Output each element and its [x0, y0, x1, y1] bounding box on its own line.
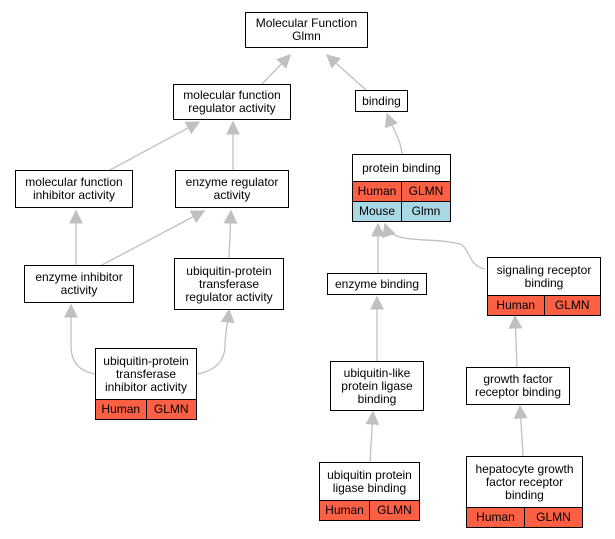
edge-ub-regulator-to-enzyme-regulator: [223, 209, 238, 259]
edge-ub-inhibitor-to-enzyme-inhibitor: [64, 303, 96, 375]
edge-ub-inhibitor-to-ub-regulator: [196, 308, 235, 375]
annotation-row-human: Human GLMN: [488, 295, 600, 315]
node-label: protein binding: [362, 160, 441, 175]
edge-mf-inhibitor-to-mf-regulator: [109, 121, 201, 171]
node-label: ubiquitin-protein transferase regulator …: [185, 263, 273, 304]
node-label: hepatocyte growth factor receptor bindin…: [475, 461, 574, 502]
node-enzyme-regulator-activity[interactable]: enzyme regulator activity: [175, 170, 289, 208]
edge-protein-binding-to-binding: [384, 112, 403, 155]
node-enzyme-inhibitor-activity[interactable]: enzyme inhibitor activity: [24, 265, 134, 303]
node-label: molecular function inhibitor activity: [25, 175, 123, 202]
gene-cell: GLMN: [369, 501, 419, 520]
gene-cell: GLMN: [145, 400, 196, 419]
node-binding[interactable]: binding: [355, 90, 408, 112]
edge-ub-ligase-to-ub-like: [365, 410, 380, 463]
annotation-row-human: Human GLMN: [96, 399, 196, 419]
node-label: signaling receptor binding: [496, 262, 592, 290]
node-ub-protein-ligase-binding[interactable]: ubiquitin protein ligase binding Human G…: [319, 462, 420, 521]
node-label: enzyme regulator activity: [185, 175, 279, 202]
node-label: ubiquitin-like protein ligase binding: [341, 365, 413, 406]
annotation-row-human: Human GLMN: [353, 181, 450, 201]
annotation-row-human: Human GLMN: [320, 500, 419, 520]
species-cell: Human: [467, 508, 524, 527]
species-cell: Human: [96, 400, 146, 419]
node-label: enzyme inhibitor activity: [35, 270, 123, 297]
node-growth-factor-receptor-binding[interactable]: growth factor receptor binding: [466, 367, 570, 405]
gene-cell: GLMN: [401, 182, 450, 201]
node-mf-regulator-activity[interactable]: molecular function regulator activity: [173, 84, 291, 120]
edge-enzyme-inhibitor-to-enzyme-regulator: [101, 210, 206, 266]
edge-mf-regulator-to-root: [261, 53, 291, 85]
annotation-row-mouse: Mouse Glmn: [353, 201, 450, 221]
node-ub-transferase-inhibitor-activity[interactable]: ubiquitin-protein transferase inhibitor …: [95, 348, 197, 420]
species-cell: Human: [320, 501, 369, 520]
edge-binding-to-root: [325, 54, 367, 91]
edge-hgf-to-growth-factor: [513, 404, 528, 457]
annotation-row-human: Human GLMN: [467, 507, 582, 527]
node-label: enzyme binding: [334, 276, 420, 291]
node-ub-transferase-regulator-activity[interactable]: ubiquitin-protein transferase regulator …: [174, 258, 284, 310]
node-protein-binding[interactable]: protein binding Human GLMN Mouse Glmn: [352, 154, 451, 222]
node-label: molecular function regulator activity: [183, 88, 281, 115]
node-hgf-receptor-binding[interactable]: hepatocyte growth factor receptor bindin…: [466, 456, 583, 528]
node-label: ubiquitin-protein transferase inhibitor …: [103, 353, 189, 394]
node-mf-inhibitor-activity[interactable]: molecular function inhibitor activity: [15, 170, 133, 208]
gene-cell: Glmn: [401, 202, 450, 221]
edge-growth-factor-to-signaling: [508, 314, 523, 368]
species-cell: Mouse: [353, 202, 401, 221]
gene-cell: GLMN: [524, 508, 582, 527]
node-ub-like-protein-ligase-binding[interactable]: ubiquitin-like protein ligase binding: [330, 361, 424, 411]
node-molecular-function-root[interactable]: Molecular Function Glmn: [245, 12, 368, 48]
node-label: binding: [362, 93, 401, 108]
node-signaling-receptor-binding[interactable]: signaling receptor binding Human GLMN: [487, 257, 601, 316]
gene-cell: GLMN: [543, 296, 600, 315]
node-enzyme-binding[interactable]: enzyme binding: [327, 273, 427, 295]
edge-signaling-to-protein-binding: [382, 222, 486, 270]
node-label: ubiquitin protein ligase binding: [327, 467, 412, 495]
species-cell: Human: [353, 182, 401, 201]
node-label: Molecular Function Glmn: [255, 16, 358, 43]
node-label: growth factor receptor binding: [474, 372, 562, 399]
species-cell: Human: [488, 296, 544, 315]
